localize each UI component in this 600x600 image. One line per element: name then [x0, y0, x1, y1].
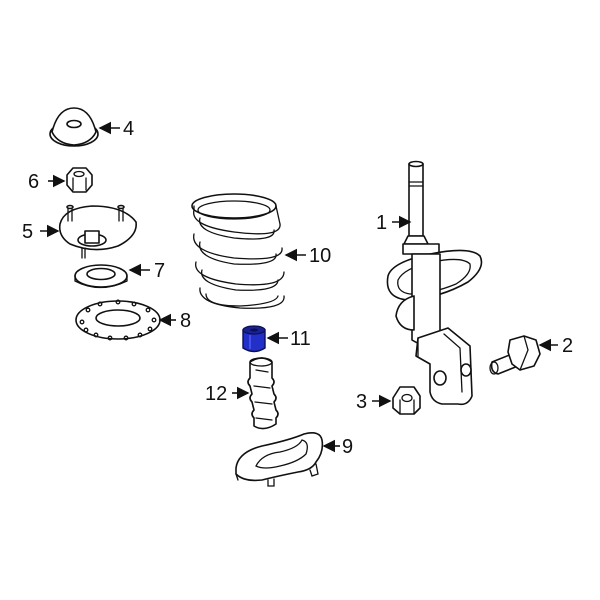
callout-8[interactable]: 8 — [180, 310, 191, 332]
callout-5[interactable]: 5 — [22, 221, 33, 243]
callout-3[interactable]: 3 — [356, 391, 367, 413]
bearing-ring-part[interactable] — [74, 264, 128, 289]
callout-1[interactable]: 1 — [376, 212, 387, 234]
nut-part[interactable] — [66, 167, 93, 193]
callout-4[interactable]: 4 — [123, 118, 134, 140]
bump-stop-part[interactable] — [242, 325, 266, 353]
mount-cap-part[interactable] — [49, 107, 99, 147]
callout-11[interactable]: 11 — [290, 328, 311, 350]
lower-nut-part[interactable] — [392, 386, 421, 415]
strut-assembly-part[interactable] — [386, 160, 483, 406]
callout-12[interactable]: 12 — [205, 383, 227, 405]
callout-10[interactable]: 10 — [309, 245, 331, 267]
coil-spring-part[interactable] — [191, 193, 285, 309]
spring-insulator-part[interactable] — [235, 432, 324, 487]
callout-2[interactable]: 2 — [562, 335, 573, 357]
strut-mount-part[interactable] — [58, 204, 137, 259]
callout-6[interactable]: 6 — [28, 171, 39, 193]
callout-9[interactable]: 9 — [342, 436, 353, 458]
bolt-part[interactable] — [489, 335, 541, 375]
callout-7[interactable]: 7 — [154, 260, 165, 282]
dust-boot-part[interactable] — [247, 357, 279, 430]
spring-seat-plate-part[interactable] — [75, 299, 161, 341]
